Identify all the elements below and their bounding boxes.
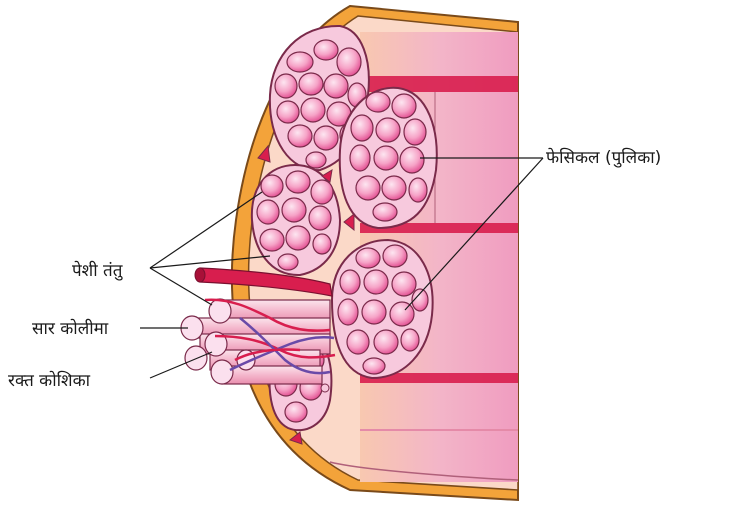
fascicle-left <box>252 165 340 275</box>
label-sarcolemma: सार कोलीमा <box>32 318 188 339</box>
label-blood-capillary: रक्त कोशिका <box>8 352 212 391</box>
svg-text:सार कोलीमा: सार कोलीमा <box>32 318 109 339</box>
svg-text:रक्त कोशिका: रक्त कोशिका <box>8 370 91 391</box>
svg-text:फेसिकल (पुलिका): फेसिकल (पुलिका) <box>546 147 661 168</box>
svg-text:पेशी तंतु: पेशी तंतु <box>72 260 123 281</box>
